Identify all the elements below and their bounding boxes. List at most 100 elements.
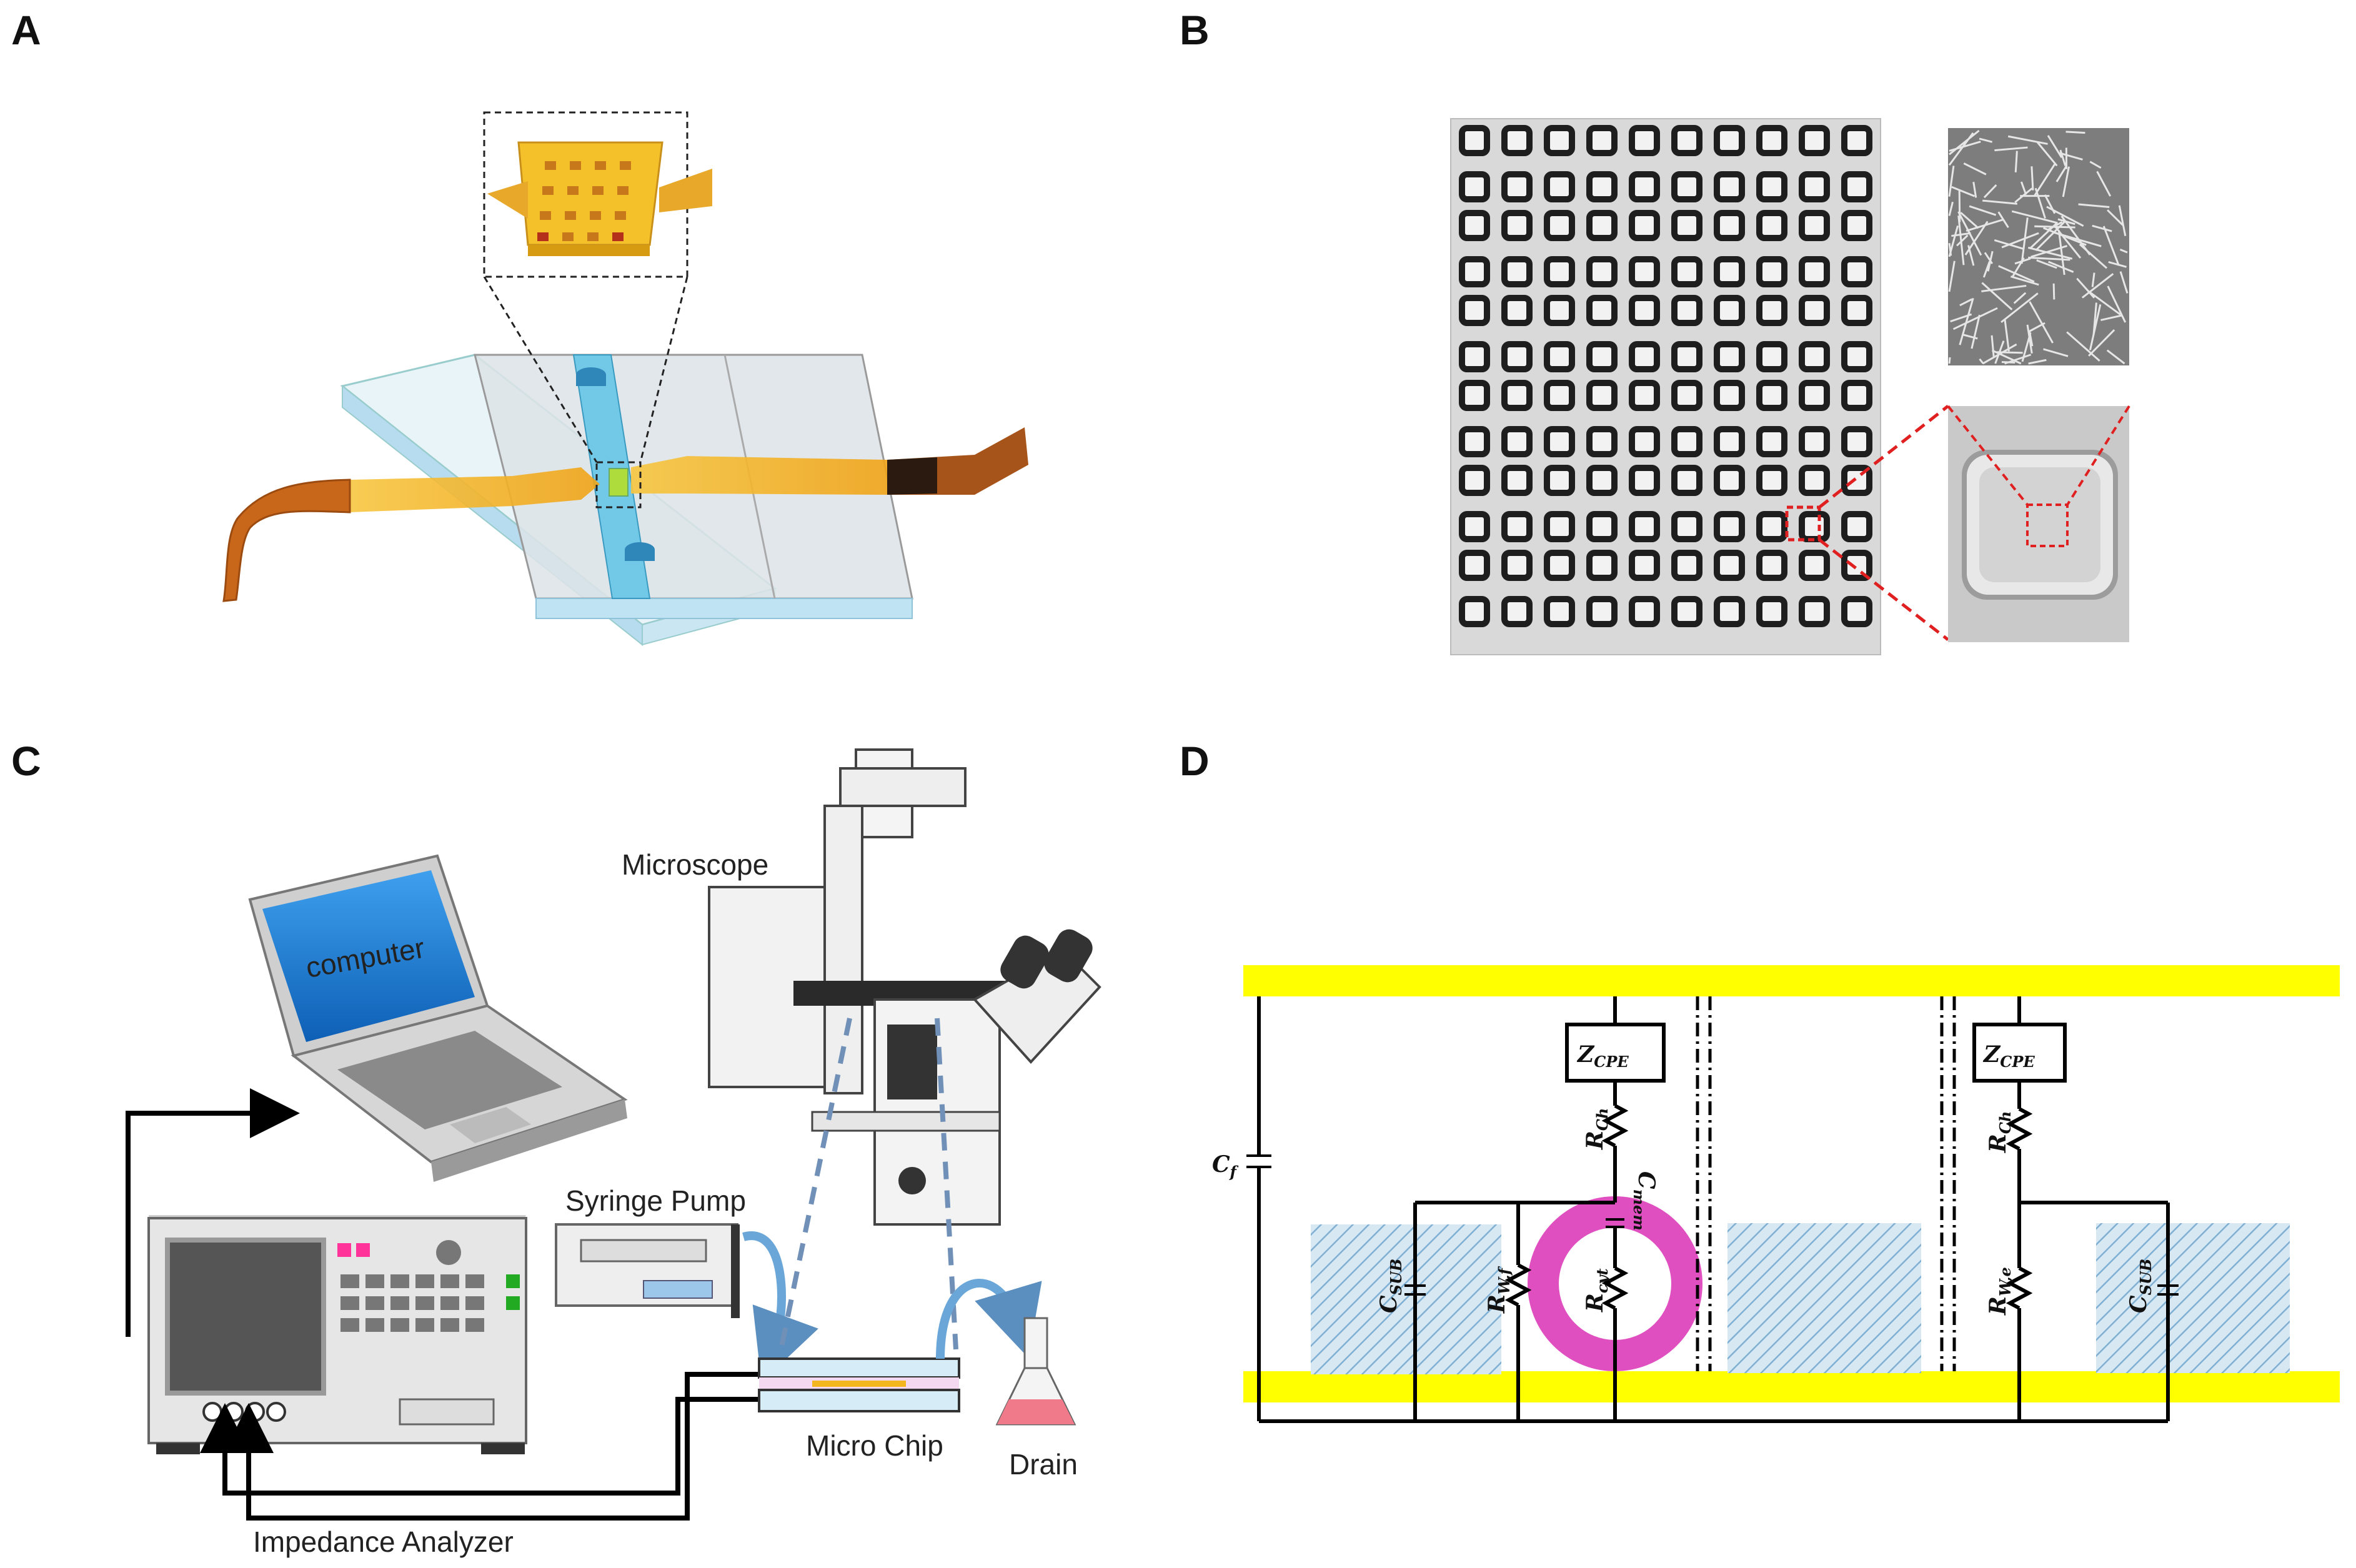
microscope-label: Microscope: [622, 848, 768, 881]
microwell: [1586, 295, 1618, 326]
panel-a-chip-illustration: [222, 111, 1028, 647]
microwell: [1756, 341, 1787, 372]
microwell: [1841, 596, 1872, 627]
microwell: [1459, 550, 1490, 581]
impedance-analyzer-device: [147, 1215, 527, 1454]
microwell: [1841, 210, 1872, 241]
microwell: [1799, 125, 1830, 156]
microwell: [1544, 596, 1575, 627]
microwell: [1671, 426, 1702, 457]
sem-fiber: [1969, 205, 1997, 216]
micro-chip-device: [758, 1357, 960, 1412]
microwell: [1459, 426, 1490, 457]
microwell: [1756, 171, 1787, 202]
sem-fiber: [2004, 319, 2010, 352]
r-ch-resistor-2: [2006, 1107, 2033, 1151]
sem-fiber: [1982, 199, 2018, 205]
sem-fiber: [2091, 272, 2095, 287]
microwell: [1756, 210, 1787, 241]
sem-fiber: [1960, 212, 1979, 229]
microwell: [1841, 550, 1872, 581]
microwell: [1586, 256, 1618, 287]
sem-fiber: [1971, 314, 1981, 349]
r-we-resistor: [2006, 1266, 2033, 1310]
sem-fiber: [1987, 251, 1994, 272]
c-mem-label: Cmem: [1630, 1171, 1659, 1231]
microwell: [1501, 341, 1533, 372]
sem-fiber: [1959, 298, 1972, 307]
microwell: [1756, 596, 1787, 627]
microwell: [1671, 171, 1702, 202]
microwell: [1501, 210, 1533, 241]
r-wf-resistor: [1504, 1263, 1532, 1307]
microwell: [1841, 380, 1872, 411]
microwell: [1459, 210, 1490, 241]
sem-fiber: [2107, 285, 2127, 323]
z-cpe-label-1: ZCPE: [1576, 1041, 1629, 1071]
sem-fiber: [2059, 152, 2083, 161]
sem-fiber: [2001, 292, 2039, 324]
microwell: [1629, 210, 1660, 241]
sem-fiber: [1991, 335, 1995, 357]
panel-label-a: A: [11, 7, 41, 53]
sem-fiber: [1966, 219, 2004, 232]
microwell: [1459, 465, 1490, 496]
microwell: [1629, 465, 1660, 496]
sem-fiber: [2007, 135, 2048, 145]
microwell: [1459, 596, 1490, 627]
microwell: [1841, 511, 1872, 542]
sem-fiber: [1967, 245, 1975, 266]
microwell: [1714, 596, 1745, 627]
microwell: [1629, 426, 1660, 457]
microwell: [1629, 380, 1660, 411]
micro-chip-label: Micro Chip: [806, 1429, 943, 1462]
microwell: [1714, 550, 1745, 581]
microwell: [1756, 511, 1787, 542]
sem-fiber: [2107, 209, 2124, 226]
microwell: [1756, 256, 1787, 287]
sem-fiber: [2087, 290, 2121, 315]
sem-fiber: [2066, 331, 2100, 362]
microwell: [1756, 465, 1787, 496]
microwell: [1544, 341, 1575, 372]
sem-fiber: [1998, 265, 2035, 283]
microwell: [1799, 171, 1830, 202]
microwell: [1586, 465, 1618, 496]
microwell: [1544, 295, 1575, 326]
microwell: [1501, 171, 1533, 202]
drain-label: Drain: [1009, 1448, 1078, 1481]
sem-fiber: [2010, 275, 2039, 286]
microwell: [1459, 171, 1490, 202]
microwell: [1586, 426, 1618, 457]
microwell: [1671, 550, 1702, 581]
impedance-analyzer-label: Impedance Analyzer: [253, 1526, 514, 1558]
microwell: [1756, 295, 1787, 326]
microwell: [1544, 171, 1575, 202]
microwell: [1841, 295, 1872, 326]
microwell-grid: [1459, 125, 1872, 627]
sem-fiber: [1951, 186, 1976, 197]
microwell: [1586, 550, 1618, 581]
sem-fiber: [2043, 348, 2069, 357]
zoom-region-marker: [595, 461, 642, 509]
sem-fiber: [1948, 201, 1954, 216]
sem-fiber: [1963, 162, 1987, 176]
microwell: [1841, 426, 1872, 457]
microwell: [1841, 341, 1872, 372]
chip-to-analyzer-cable-1: [200, 1397, 759, 1496]
microwell: [1501, 596, 1533, 627]
microwell: [1756, 380, 1787, 411]
c-sub-label-2: CSUB: [2125, 1259, 2155, 1313]
sem-fiber: [2119, 271, 2129, 294]
sem-fiber: [1958, 189, 1961, 222]
r-ch-resistor-1: [1601, 1104, 1629, 1148]
sem-fiber: [2028, 359, 2047, 365]
sem-fiber: [2028, 330, 2034, 347]
microwell: [1756, 550, 1787, 581]
right-gold-electrode: [631, 456, 887, 495]
sem-fiber: [1956, 234, 1969, 247]
microwell: [1586, 341, 1618, 372]
r-cyt-resistor: [1601, 1266, 1629, 1310]
chip-to-drain-tubing: [936, 1279, 1042, 1359]
sem-fiber: [2062, 166, 2070, 197]
